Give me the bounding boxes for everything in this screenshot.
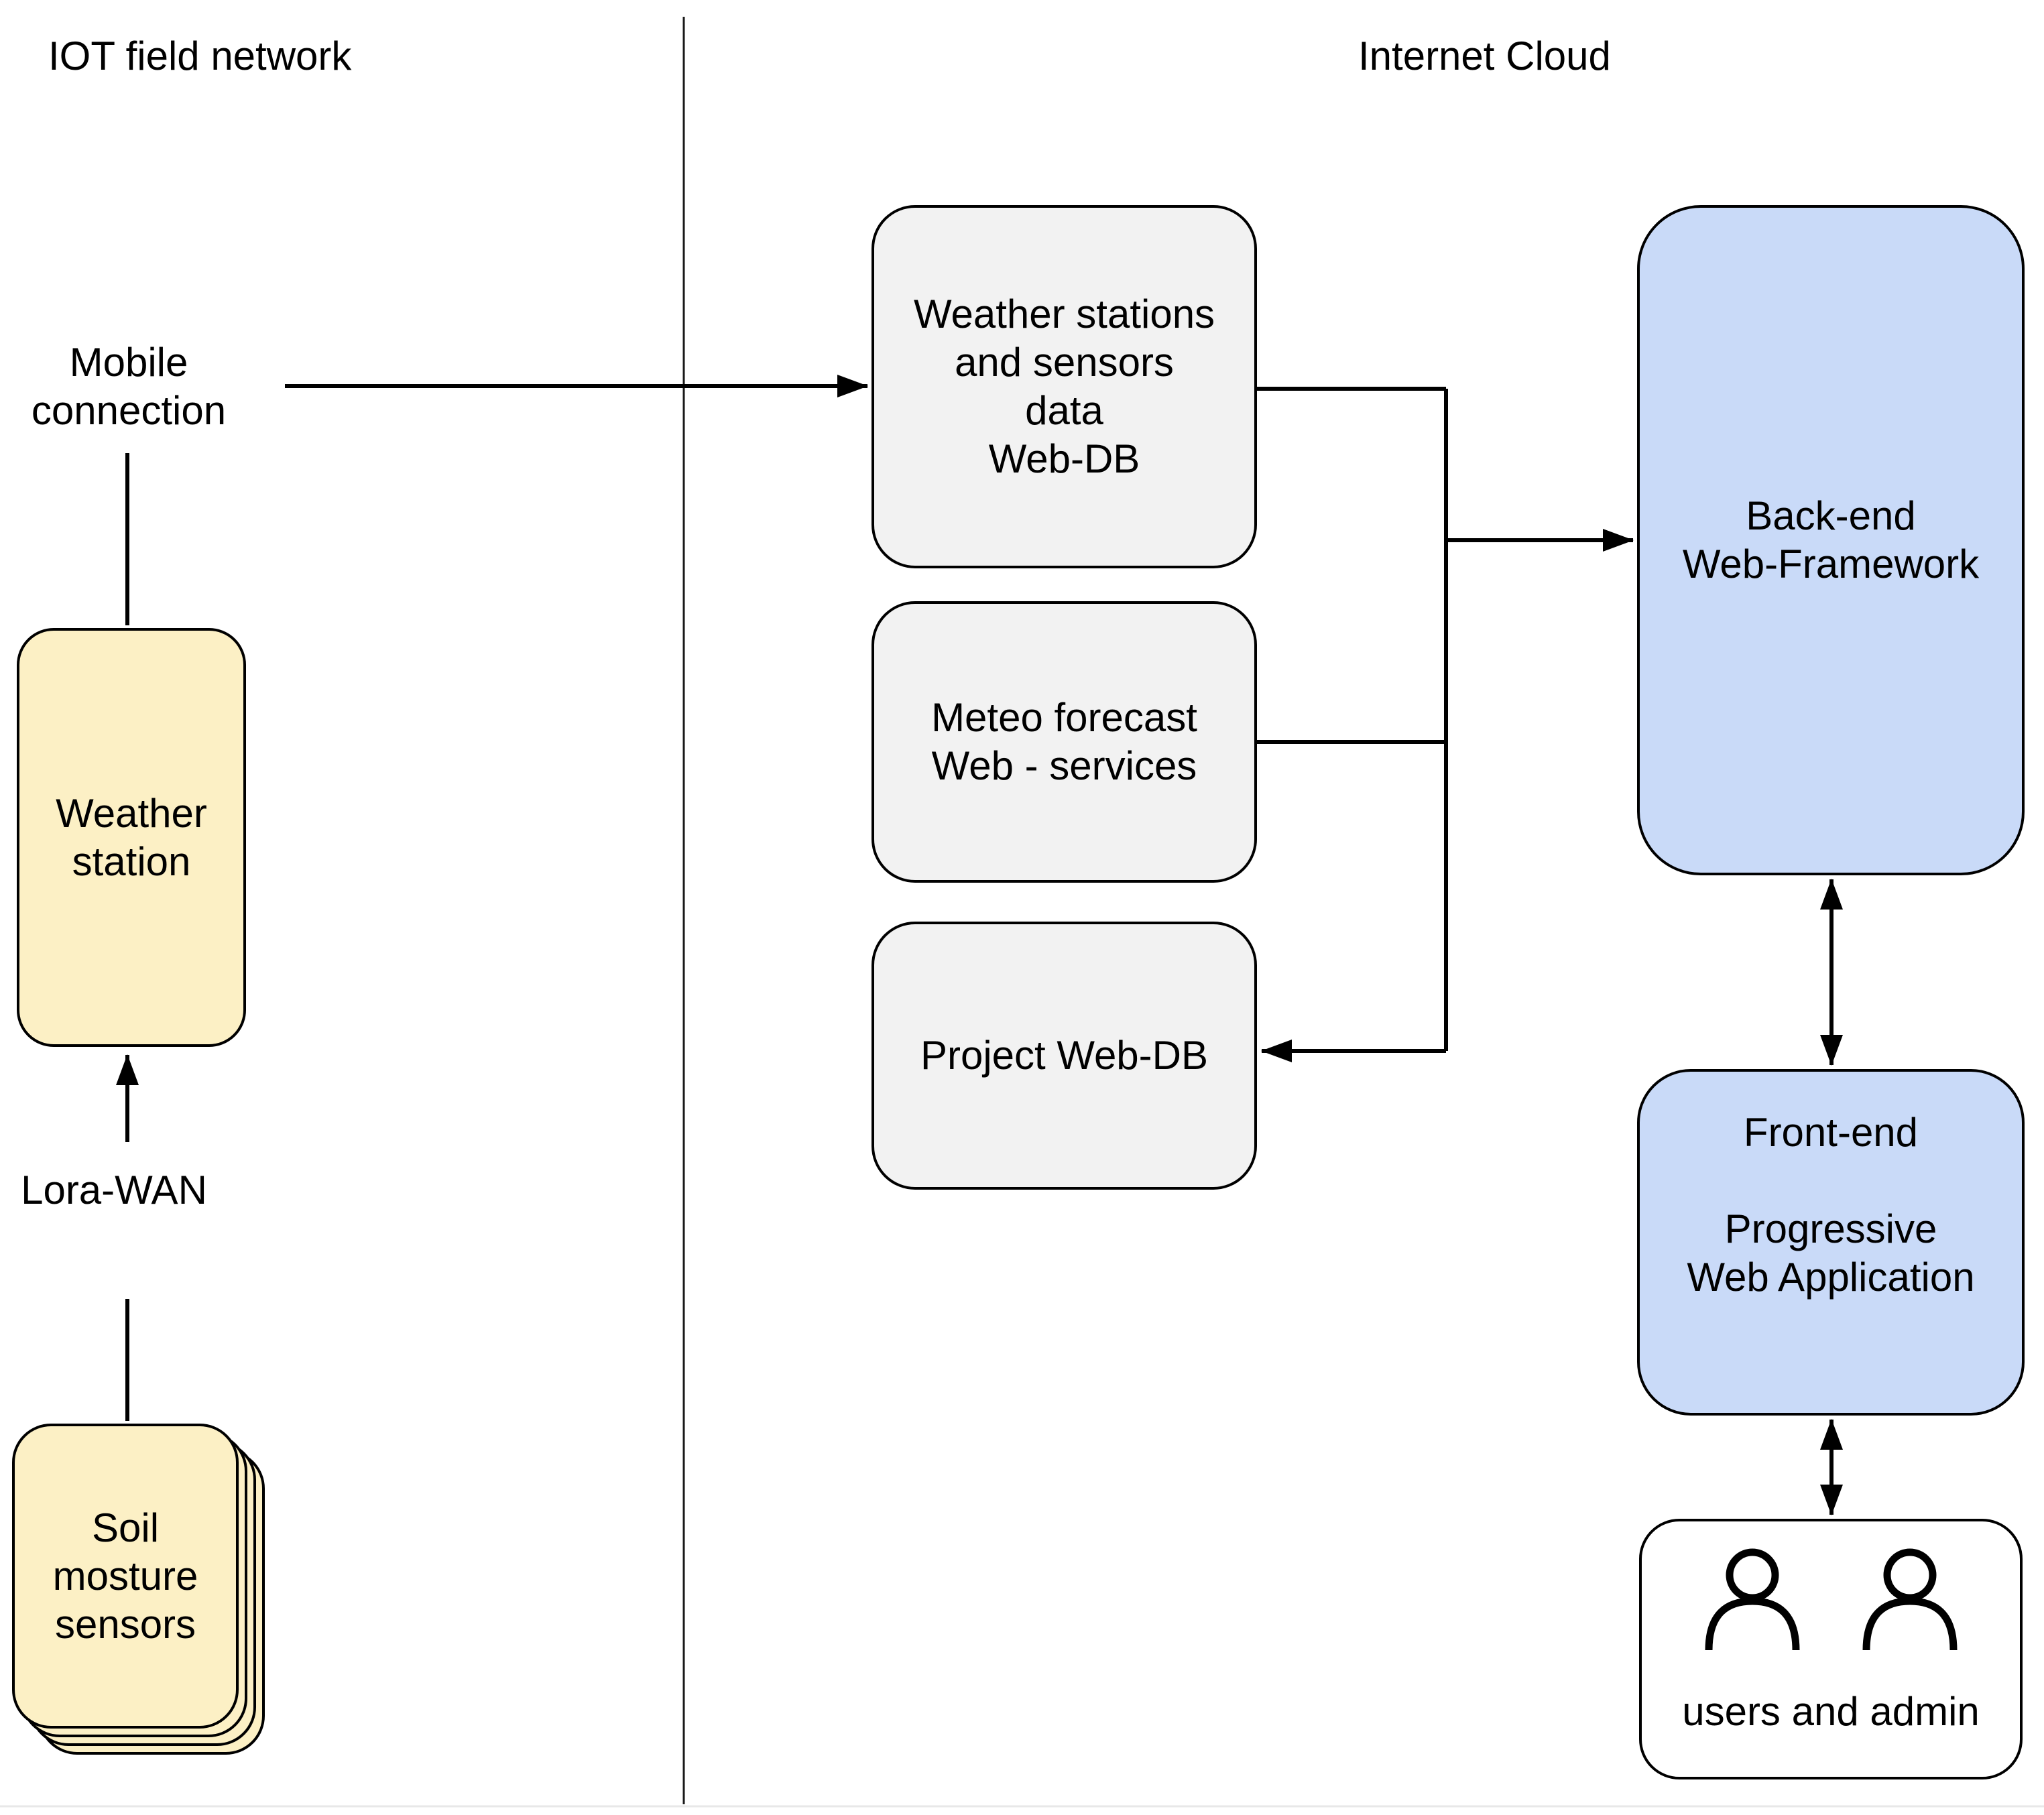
node-meteo-label: Meteo forecast Web - services (931, 695, 1197, 788)
node-weather-station: Weather station (17, 628, 246, 1047)
person-icon (1862, 1548, 1957, 1651)
users-icons-row (1702, 1548, 1960, 1654)
node-weather-stations-db: Weather stations and sensors data Web-DB (871, 205, 1257, 568)
node-weather-station-label: Weather station (56, 790, 207, 884)
region-title-iot-field-network: IOT field network (48, 34, 352, 78)
lora-wan-label: Lora-WAN (21, 1168, 207, 1212)
node-project-web-db: Project Web-DB (871, 922, 1257, 1190)
node-backend-web-framework: Back-end Web-Framework (1637, 205, 2025, 875)
users-and-admin-label: users and admin (1682, 1689, 1980, 1734)
node-soil-moisture-sensors: Soil mosture sensors (12, 1424, 267, 1759)
node-weather-db-label: Weather stations and sensors data Web-DB (913, 292, 1215, 481)
mobile-connection-label: Mobile connection (31, 340, 227, 433)
node-backend-label: Back-end Web-Framework (1682, 493, 1980, 586)
node-users-and-admin: users and admin (1639, 1519, 2023, 1779)
node-meteo-forecast-services: Meteo forecast Web - services (871, 601, 1257, 883)
person-icon (1705, 1548, 1799, 1651)
node-frontend-label: Front-end Progressive Web Application (1687, 1110, 1975, 1300)
node-frontend-pwa: Front-end Progressive Web Application (1637, 1069, 2025, 1416)
node-soil-sensors-label: Soil mosture sensors (52, 1505, 198, 1647)
node-project-db-label: Project Web-DB (920, 1033, 1209, 1078)
region-title-internet-cloud: Internet Cloud (1358, 34, 1611, 78)
soil-stack-front: Soil mosture sensors (12, 1424, 239, 1729)
